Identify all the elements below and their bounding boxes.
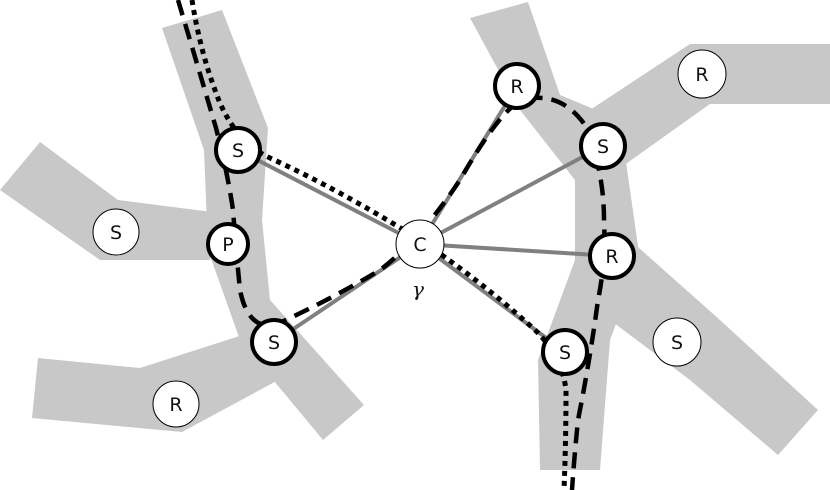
- node-left-p[interactable]: P: [206, 222, 250, 266]
- node-label: R: [510, 76, 523, 98]
- node-label: S: [268, 332, 280, 354]
- node-label: R: [695, 64, 708, 86]
- left-upper-branch-band: [0, 142, 212, 260]
- node-label: C: [413, 234, 426, 256]
- node-label: R: [605, 246, 618, 268]
- node-right-r-top[interactable]: R: [493, 62, 541, 110]
- node-center-c[interactable]: C: [395, 219, 445, 269]
- node-left-s-top[interactable]: S: [214, 126, 262, 174]
- node-label: S: [671, 332, 683, 354]
- node-label: S: [232, 140, 244, 162]
- node-right-s-branch[interactable]: S: [652, 317, 702, 367]
- spokes: [237, 84, 613, 354]
- node-right-s-top[interactable]: S: [579, 122, 627, 170]
- node-label: S: [597, 136, 609, 158]
- left-main-band: [162, 10, 364, 440]
- spoke-right-s-bottom: [418, 242, 567, 354]
- node-left-s-branch[interactable]: S: [92, 208, 140, 256]
- node-left-r-branch[interactable]: R: [152, 380, 200, 428]
- spoke-left-s-top: [237, 148, 421, 246]
- spoke-right-r-mid: [419, 242, 613, 258]
- node-left-s-bottom[interactable]: S: [250, 318, 298, 366]
- spoke-right-s-top: [419, 144, 604, 246]
- right-lower-branch-band: [600, 240, 818, 455]
- node-label: P: [222, 234, 233, 256]
- nodes: S P S S R C R S: [92, 49, 727, 428]
- node-right-s-bottom[interactable]: S: [541, 328, 589, 376]
- node-label: R: [169, 394, 182, 416]
- node-label: S: [559, 342, 571, 364]
- node-right-r-mid[interactable]: R: [588, 232, 636, 280]
- right-upper-branch-band: [590, 44, 830, 168]
- center-symbol-label: γ: [412, 277, 424, 301]
- spoke-left-s-bottom: [272, 242, 422, 344]
- left-lower-branch-band: [32, 330, 282, 432]
- node-right-r-branch[interactable]: R: [677, 49, 727, 99]
- node-label: S: [110, 222, 122, 244]
- structure-bands: [0, 2, 830, 470]
- dashed-path: [175, 0, 607, 490]
